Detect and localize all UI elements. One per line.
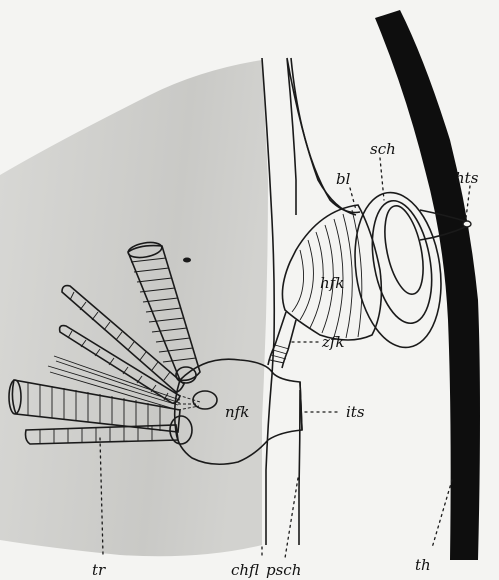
label-nfk: nfk	[225, 403, 249, 421]
ink-dot	[183, 258, 191, 263]
label-psch: psch	[266, 561, 301, 579]
label-sch: sch	[370, 140, 396, 158]
leader-hts	[466, 186, 470, 218]
hfk-funnel	[282, 205, 381, 340]
label-hfk: hfk	[320, 274, 344, 292]
label-zfk: zfk	[321, 333, 345, 351]
organ-outer-curve	[291, 58, 360, 213]
sch-middle-cup	[364, 196, 441, 328]
sch-inner-cup	[378, 202, 430, 297]
tissue-shading	[0, 60, 268, 556]
label-th: th	[415, 556, 431, 574]
label-chfl: chfl	[231, 561, 259, 579]
th-bar	[375, 10, 480, 560]
label-bl: bl	[336, 170, 351, 188]
leader-th	[432, 480, 452, 548]
psch-contour	[287, 58, 356, 545]
label-hts: hts	[455, 169, 479, 187]
leader-psch	[285, 478, 298, 558]
hts-tip	[463, 221, 471, 227]
label-its: its	[346, 403, 365, 421]
label-tr: tr	[92, 561, 106, 579]
